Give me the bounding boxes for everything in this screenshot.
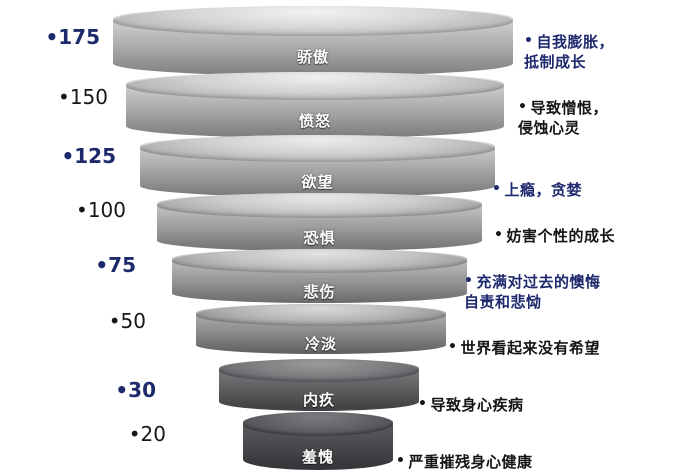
bullet-icon: •: [128, 422, 141, 446]
level-annotation-text: 导致身心疾病: [430, 395, 524, 414]
level-disc[interactable]: 愤怒: [126, 72, 504, 138]
level-annotation-text: 世界看起来没有希望: [460, 338, 600, 357]
level-value-text: 75: [108, 253, 136, 277]
bullet-icon: •: [95, 253, 109, 277]
level-disc[interactable]: 骄傲: [113, 6, 513, 76]
disc-top-face: [243, 412, 393, 436]
level-value-text: 50: [120, 309, 146, 333]
level-value-label: •30: [76, 380, 156, 400]
level-value-text: 150: [69, 85, 108, 109]
bullet-icon: •: [448, 338, 458, 355]
bullet-icon: •: [76, 198, 88, 222]
level-annotation-text: 妨害个性的成长: [506, 226, 615, 245]
level-annotation: •自我膨胀， 抵制成长: [524, 12, 684, 72]
bullet-icon: •: [418, 395, 428, 412]
disc-top-face: [113, 6, 513, 36]
level-value-label: •20: [86, 424, 166, 444]
disc-top-face: [172, 249, 467, 273]
level-value-label: •50: [66, 311, 146, 331]
bullet-icon: •: [58, 85, 70, 109]
level-annotation-text: 自我膨胀， 抵制成长: [524, 32, 614, 71]
bullet-icon: •: [396, 452, 406, 469]
level-annotation: •上瘾，贪婪: [492, 160, 672, 201]
level-annotation-text: 充满对过去的懊悔 自责和悲恸: [464, 272, 601, 311]
bullet-icon: •: [494, 226, 504, 243]
disc-top-face: [140, 135, 495, 162]
level-disc[interactable]: 冷淡: [196, 304, 446, 354]
level-value-label: •100: [46, 200, 126, 220]
bullet-icon: •: [524, 32, 534, 49]
level-value-text: 125: [74, 144, 116, 168]
level-value-text: 175: [58, 25, 100, 49]
bullet-icon: •: [115, 378, 129, 402]
disc-top-face: [219, 359, 419, 382]
level-annotation: •严重摧残身心健康: [396, 432, 676, 473]
disc-top-face: [126, 72, 504, 100]
level-annotation-text: 上瘾，贪婪: [504, 180, 582, 199]
level-annotation: •导致憎恨， 侵蚀心灵: [518, 78, 684, 138]
level-value-text: 20: [140, 422, 166, 446]
level-annotation-text: 严重摧残身心健康: [408, 452, 533, 471]
level-value-text: 100: [87, 198, 126, 222]
bullet-icon: •: [108, 309, 121, 333]
disc-top-face: [157, 193, 482, 218]
bullet-icon: •: [492, 180, 502, 197]
bullet-icon: •: [61, 144, 75, 168]
level-annotation: •导致身心疾病: [418, 375, 668, 416]
level-value-label: •75: [56, 255, 136, 275]
bullet-icon: •: [45, 25, 59, 49]
level-disc[interactable]: 恐惧: [157, 193, 482, 251]
level-value-label: •150: [28, 87, 108, 107]
level-disc[interactable]: 悲伤: [172, 249, 467, 303]
level-annotation: •世界看起来没有希望: [448, 318, 684, 359]
level-value-label: •125: [36, 146, 116, 166]
bullet-icon: •: [464, 272, 474, 289]
level-value-text: 30: [128, 378, 156, 402]
disc-top-face: [196, 304, 446, 326]
level-value-label: •175: [20, 27, 100, 47]
level-disc[interactable]: 欲望: [140, 135, 495, 197]
bullet-icon: •: [518, 98, 528, 115]
level-disc[interactable]: 羞愧: [243, 412, 393, 470]
level-annotation: •妨害个性的成长: [494, 206, 684, 247]
level-annotation: •充满对过去的懊悔 自责和悲恸: [464, 252, 686, 312]
level-disc[interactable]: 内疚: [219, 359, 419, 411]
level-annotation-text: 导致憎恨， 侵蚀心灵: [518, 98, 608, 137]
